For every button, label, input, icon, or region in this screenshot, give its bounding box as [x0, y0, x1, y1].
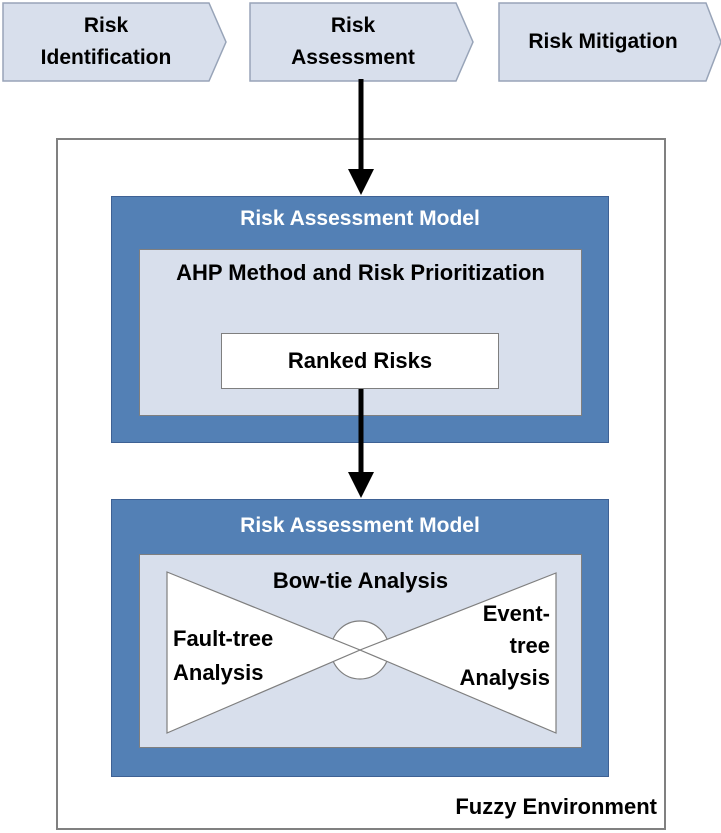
- model1-method-label: AHP Method and Risk Prioritization: [176, 260, 545, 285]
- risk-mitigation-line1: Risk Mitigation: [528, 30, 678, 53]
- fault-tree-line2: Analysis: [173, 660, 264, 685]
- ranked-risks-box: [221, 333, 499, 389]
- risk-mitigation-label: Risk Mitigation: [499, 3, 707, 81]
- risk-assessment-label: Risk Assessment: [250, 3, 456, 81]
- event-tree-line1: Event-: [482, 601, 550, 626]
- risk-identification-line2: Identification: [40, 46, 172, 69]
- model2-title: Risk Assessment Model: [240, 514, 480, 537]
- fault-tree-label: Fault-tree Analysis: [173, 622, 305, 690]
- risk-assessment-line1: Risk: [330, 14, 376, 37]
- model1-title: Risk Assessment Model: [240, 207, 480, 230]
- risk-assessment-line2: Assessment: [291, 46, 415, 69]
- event-tree-line2: tree: [509, 633, 550, 658]
- fault-tree-line1: Fault-tree: [173, 626, 274, 651]
- event-tree-label: Event- tree Analysis: [449, 598, 551, 694]
- event-tree-line3: Analysis: [459, 665, 551, 690]
- fuzzy-environment-label: Fuzzy Environment: [455, 794, 657, 819]
- model2-method-label: Bow-tie Analysis: [272, 568, 449, 593]
- risk-identification-label: Risk Identification: [3, 3, 209, 81]
- ranked-risks-label: Ranked Risks: [287, 348, 433, 373]
- risk-identification-line1: Risk: [83, 14, 129, 37]
